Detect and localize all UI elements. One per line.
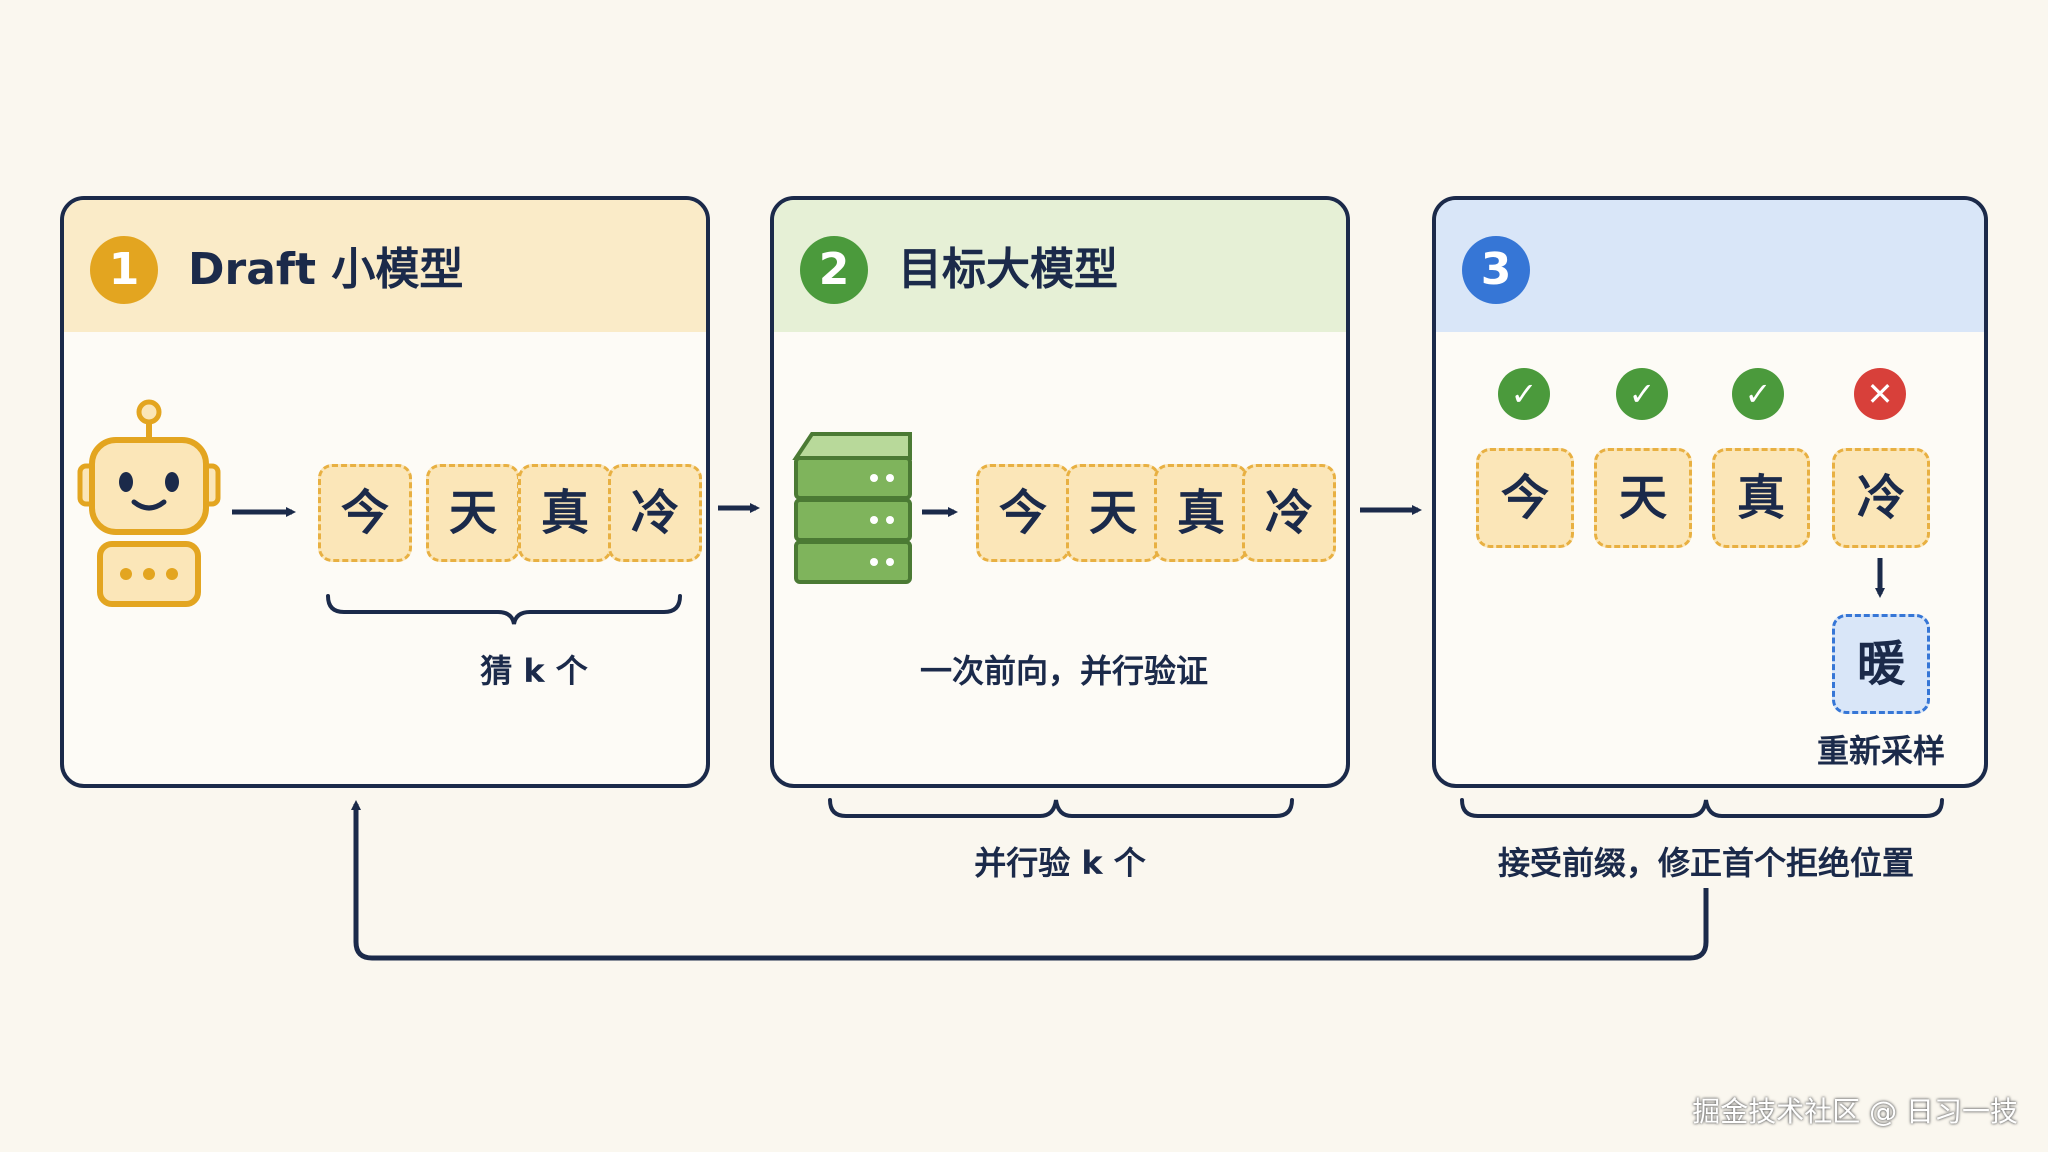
draft-token: 天 — [426, 464, 520, 562]
rejected-token: 冷 — [1832, 448, 1930, 548]
panel-title: 目标大模型 — [898, 244, 1118, 295]
verify-token: 冷 — [1242, 464, 1336, 562]
step-badge-3: 3 — [1462, 236, 1530, 304]
server-stack-icon — [792, 432, 912, 584]
resample-label: 重新采样 — [1816, 732, 1945, 770]
panel-header: 3 — [1436, 200, 1984, 332]
accept-prefix-label: 接受前缀，修正首个拒绝位置 — [1497, 844, 1914, 882]
verify-k-label: 并行验 k 个 — [974, 844, 1146, 882]
cross-icon: ✕ — [1854, 368, 1906, 420]
draft-token: 真 — [518, 464, 612, 562]
check-icon: ✓ — [1616, 368, 1668, 420]
draft-token: 今 — [318, 464, 412, 562]
step-badge-1: 1 — [90, 236, 158, 304]
verify-token: 今 — [976, 464, 1070, 562]
draft-token: 冷 — [608, 464, 702, 562]
guess-brace — [326, 594, 682, 625]
result-token: 今 — [1476, 448, 1574, 548]
step-badge-2: 2 — [800, 236, 868, 304]
check-icon: ✓ — [1498, 368, 1550, 420]
parallel-verify-caption: 一次前向，并行验证 — [919, 652, 1208, 690]
verify-brace — [828, 798, 1294, 818]
panel-draft-model: 1 Draft 小模型 今 天 真 冷 猜 k 个 — [60, 196, 710, 788]
panel-header: 2 目标大模型 — [774, 200, 1346, 332]
feedback-loop-arrow — [351, 800, 1709, 961]
robot-icon — [77, 399, 221, 607]
check-icon: ✓ — [1732, 368, 1784, 420]
panel-title: Draft 小模型 — [188, 244, 464, 295]
guess-k-label: 猜 k 个 — [480, 652, 588, 690]
verify-token: 真 — [1154, 464, 1248, 562]
resampled-token: 暖 — [1832, 614, 1930, 714]
panel-header: 1 Draft 小模型 — [64, 200, 706, 332]
watermark: 掘金技术社区 @ 日习一技 — [1692, 1095, 2018, 1128]
verify-token: 天 — [1066, 464, 1160, 562]
result-token: 天 — [1594, 448, 1692, 548]
panel-accept-result: 3 ✓ ✓ ✓ ✕ 今 天 真 冷 暖 重新采样 — [1432, 196, 1988, 788]
result-token: 真 — [1712, 448, 1810, 548]
accept-brace — [1460, 798, 1944, 818]
